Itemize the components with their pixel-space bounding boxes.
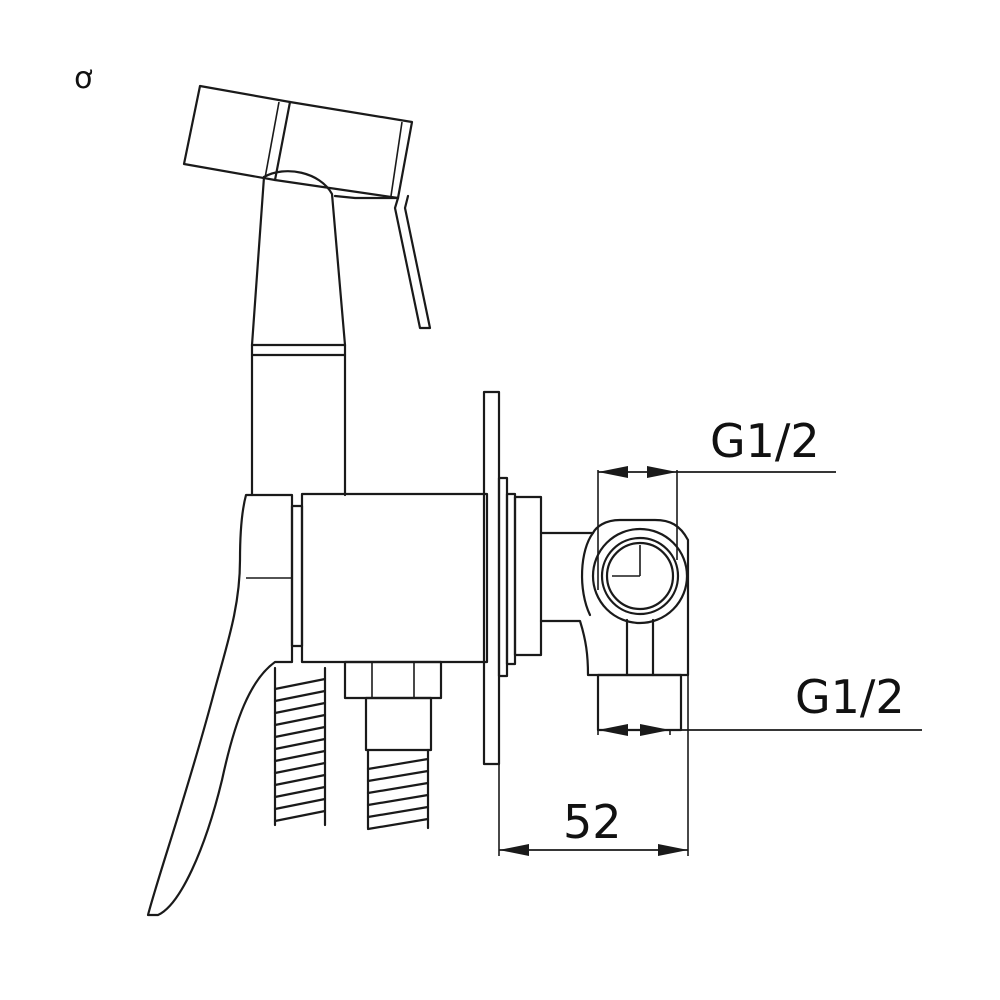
hose-ridge: [273, 797, 327, 811]
flexible-hose-left: [273, 666, 327, 827]
hose-ridge: [366, 757, 430, 771]
hose-ridge: [273, 773, 327, 787]
hose-ridge: [273, 785, 327, 799]
spray-handle-body: [250, 170, 347, 497]
corner-mark: ơ: [74, 61, 93, 96]
hose-ridge: [273, 701, 327, 715]
hose-ridge: [273, 737, 327, 751]
hose-ridge: [366, 769, 430, 783]
flexible-hose-right: [366, 748, 430, 831]
hose-ridge: [366, 793, 430, 807]
hose-ridge: [366, 817, 430, 831]
hose-ridge: [366, 781, 430, 795]
valve-body: [290, 492, 489, 664]
hex-nut: [343, 660, 443, 752]
hose-ridge: [273, 761, 327, 775]
dimension-outlet-top: G1/2: [597, 414, 836, 590]
spray-head: [182, 84, 414, 200]
hose-ridge: [273, 713, 327, 727]
hose-ridge: [273, 677, 327, 691]
dimension-depth: 52: [498, 675, 689, 856]
hose-ridge: [273, 809, 327, 823]
hose-ridge: [273, 725, 327, 739]
dimension-outlet-bottom: G1/2: [597, 670, 922, 736]
hose-ridge: [366, 805, 430, 819]
control-lever: [146, 493, 294, 917]
dimension-label-outlet-bottom: G1/2: [795, 670, 905, 724]
dimension-label-outlet-top: G1/2: [710, 414, 820, 468]
wall-flange: [482, 390, 543, 766]
spray-trigger-lever: [333, 194, 432, 330]
dimension-label-depth: 52: [563, 795, 622, 849]
outlet-elbow: [539, 518, 690, 732]
hose-ridge: [273, 749, 327, 763]
hose-ridge: [273, 689, 327, 703]
